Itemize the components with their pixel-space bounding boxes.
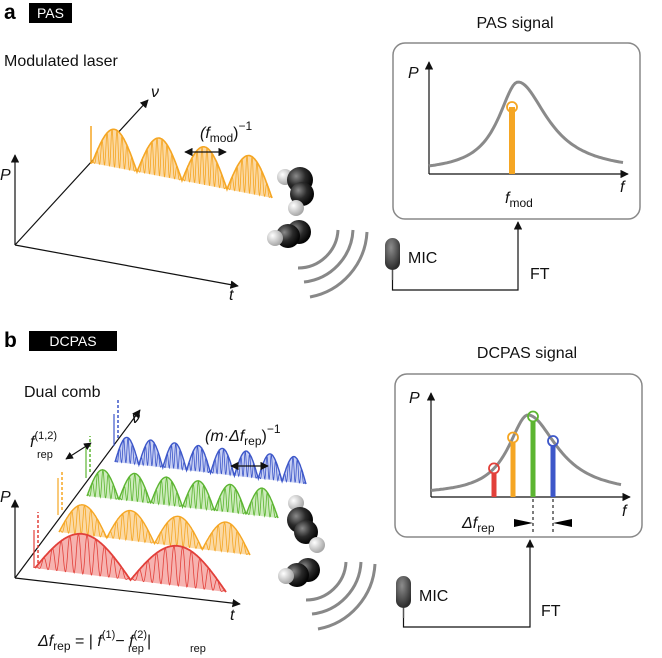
panel-a: a PAS Modulated laser P ν t (fmod)−1 (0, 1, 641, 304)
panel-b-tag: DCPAS (49, 333, 96, 349)
panel-a-tag-bg (29, 3, 72, 23)
panel-b: b DCPAS Dual comb P ν t f(1,2) rep (0, 329, 643, 655)
panel-b-mic-label: MIC (419, 588, 448, 605)
panel-a-source-label: Modulated laser (4, 53, 119, 70)
panel-b-mic-icon (396, 576, 411, 618)
panel-b-green-fill (87, 469, 278, 518)
panel-b-green-envelope (86, 469, 279, 519)
panel-b-period-label: (m·Δfrep)−1 (205, 422, 281, 448)
panel-b-resonance-curve (430, 413, 622, 492)
panel-a-envelope (91, 128, 273, 199)
panel-b-tag-bg (29, 331, 117, 351)
panel-b-orange-envelope (58, 504, 251, 556)
panel-a-axes (10, 99, 239, 289)
panel-a-ft-arrow (391, 221, 523, 291)
panel-a-mic-icon (385, 238, 400, 280)
panel-b-letter: b (4, 329, 17, 352)
panel-a-plot-axis-p: P (408, 65, 419, 82)
panel-b-delta-arrowhead-left (514, 519, 533, 527)
panel-a-nu-axis (14, 99, 149, 246)
comb-bar-marker-green (527, 410, 539, 423)
panel-b-source-label: Dual comb (24, 384, 101, 401)
panel-b-axis-nu: ν (132, 410, 140, 427)
panel-a-molecule-icon (267, 167, 314, 248)
panel-a-peak-marker (506, 101, 518, 113)
panel-b-axes (10, 409, 241, 608)
panel-b-box-title: DCPAS signal (477, 345, 577, 362)
panel-b-formula-f2-sub: rep (190, 643, 206, 655)
panel-a-axis-nu: ν (151, 84, 159, 101)
panel-b-delta-label: Δfrep (461, 515, 495, 535)
panel-a-box-title: PAS signal (476, 15, 553, 32)
panel-b-t-axis (14, 577, 241, 608)
panel-a-period-label: (fmod)−1 (200, 119, 252, 145)
panel-b-plot-axis-p: P (409, 390, 420, 407)
panel-a-plot-axis-f: f (620, 179, 626, 196)
panel-a-letter: a (4, 1, 16, 24)
comb-bar-marker-orange (507, 431, 519, 444)
panel-b-frep-label: f(1,2) (30, 430, 57, 451)
panel-a-mic-label: MIC (408, 250, 437, 267)
panel-b-blue-envelope (114, 436, 307, 485)
panel-b-plot-axis-f: f (622, 503, 628, 520)
panel-b-signal-box (394, 373, 643, 538)
panel-a-t-axis (14, 244, 239, 289)
panel-b-ft-label: FT (541, 603, 561, 620)
comb-bar-marker-blue (547, 435, 559, 447)
panel-b-nu-axis (14, 409, 141, 579)
panel-b-ft-arrow (402, 539, 535, 628)
comb-bar-marker-red (488, 462, 500, 475)
panel-b-frep-arrow (65, 442, 92, 460)
panel-a-ft-label: FT (530, 266, 550, 283)
panel-b-formula: Δfrep = | f(1) − f(2) | (37, 629, 151, 653)
panel-b-axis-t: t (230, 607, 235, 624)
panel-b-axis-p: P (0, 489, 11, 506)
panel-b-red-envelope (34, 532, 227, 593)
panel-a-signal-box (392, 42, 641, 220)
panel-a-peak-label: fmod (505, 190, 533, 210)
panel-a-resonance-curve (428, 80, 624, 168)
panel-b-comb-lines (33, 398, 119, 568)
panel-b-waveforms (34, 436, 307, 593)
panel-b-formula-f1-sub: rep (128, 643, 144, 655)
panel-b-frep-sub: rep (37, 449, 53, 461)
panel-b-molecule-icon (278, 495, 325, 587)
panel-b-red-fill (35, 533, 226, 592)
panel-a-axis-p: P (0, 167, 11, 184)
panel-a-tag: PAS (37, 5, 64, 21)
panel-b-orange-fill (59, 504, 250, 555)
panel-a-acoustic-wave-icon (297, 229, 369, 299)
panel-b-comb-bars (488, 410, 559, 497)
panel-b-acoustic-wave-icon (305, 561, 377, 631)
panel-b-delta-arrowhead-right (553, 519, 572, 527)
panel-a-waveform (90, 126, 273, 199)
panel-a-axis-t: t (229, 287, 234, 304)
